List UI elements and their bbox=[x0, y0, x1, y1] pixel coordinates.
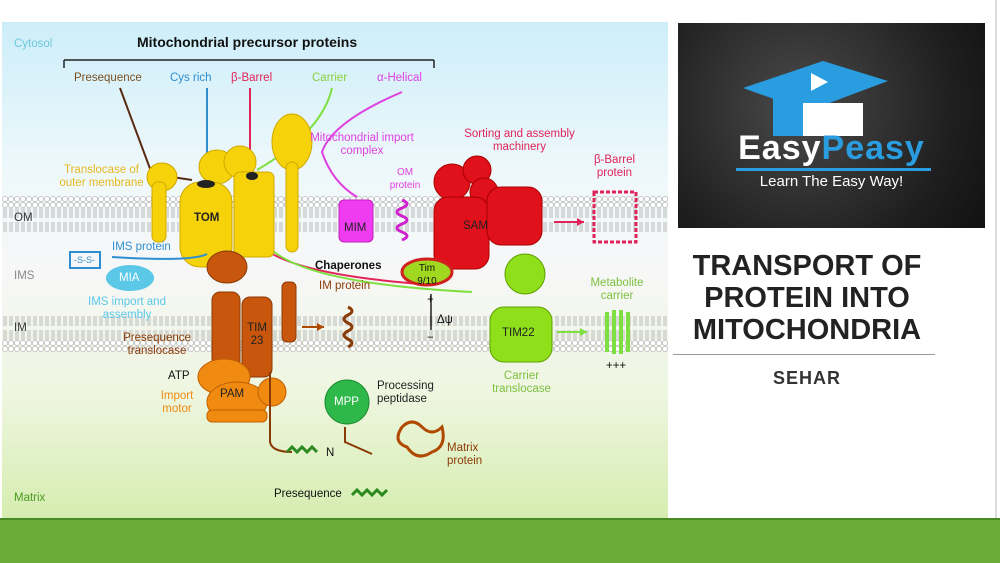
label-tim22: TIM22 bbox=[502, 327, 535, 339]
label-alpha-helical: α-Helical bbox=[377, 72, 422, 84]
label-beta-barrel-protein: β-Barrel protein bbox=[593, 154, 636, 179]
label-beta-barrel: β-Barrel bbox=[231, 72, 273, 84]
diagram-shapes bbox=[2, 59, 668, 498]
label-mia: MIA bbox=[119, 272, 140, 284]
label-chaperones: Chaperones bbox=[315, 260, 382, 272]
logo-peasy: Peasy bbox=[821, 129, 925, 167]
helical-line bbox=[320, 91, 403, 198]
label-sam: SAM bbox=[463, 220, 488, 232]
matrix-protein-shape bbox=[396, 420, 445, 458]
beta-barrel-protein-shape bbox=[592, 190, 638, 244]
label-mim: MIM bbox=[344, 222, 367, 234]
footer-rule bbox=[0, 518, 1000, 521]
label-processing-peptidase: Processing peptidase bbox=[377, 380, 434, 405]
label-n: N bbox=[326, 447, 335, 459]
tim23-complex bbox=[206, 250, 297, 378]
mim-complex bbox=[338, 199, 374, 243]
presequence-helix-bottom bbox=[350, 487, 389, 498]
tim910-chaperone bbox=[400, 257, 454, 287]
easypeasy-logo: EasyPeasy Learn The Easy Way! bbox=[678, 23, 985, 228]
presequence-helix bbox=[285, 444, 319, 455]
label-tom-desc: Translocase of outer membrane bbox=[59, 164, 144, 189]
label-mpp: MPP bbox=[334, 396, 359, 408]
label-mim-desc: Mitochondrial import complex bbox=[310, 132, 414, 157]
label-tom: TOM bbox=[194, 212, 220, 224]
outer-membrane bbox=[2, 196, 668, 232]
tim22-complex bbox=[489, 253, 553, 363]
label-plus: + bbox=[427, 294, 434, 306]
label-header: Mitochondrial precursor proteins bbox=[137, 34, 358, 50]
label-presequence-bottom: Presequence bbox=[274, 488, 342, 500]
om-protein-helix bbox=[395, 198, 409, 242]
author-name: SEHAR bbox=[772, 368, 841, 388]
ss-icon bbox=[69, 251, 101, 269]
mitochondrial-import-diagram: Cytosol Mitochondrial precursor proteins… bbox=[2, 22, 668, 518]
sam-complex bbox=[433, 155, 543, 270]
im-protein-helix bbox=[342, 305, 354, 349]
label-sam-desc: Sorting and assembly machinery bbox=[464, 128, 575, 153]
label-ims-import: IMS import and assembly bbox=[88, 296, 166, 321]
label-om: OM bbox=[14, 212, 33, 224]
logo-tagline: Learn The Easy Way! bbox=[759, 173, 904, 190]
label-atp: ATP bbox=[168, 370, 190, 382]
label-tim23: TIM 23 bbox=[247, 322, 267, 347]
metabolite-carrier-shape bbox=[605, 310, 630, 354]
label-plus3: +++ bbox=[606, 360, 627, 372]
label-im-protein: IM protein bbox=[319, 280, 371, 292]
label-import-motor: Import motor bbox=[160, 390, 194, 415]
label-om-protein: OM protein bbox=[389, 167, 421, 191]
label-ims-protein: IMS protein bbox=[112, 241, 171, 253]
label-delta-psi: Δψ bbox=[437, 314, 453, 326]
label-carrier: Carrier bbox=[312, 72, 348, 84]
label-im: IM bbox=[14, 322, 27, 334]
label-cys-rich: Cys rich bbox=[170, 72, 212, 84]
label-matrix-protein: Matrix protein bbox=[447, 442, 483, 467]
label-pam: PAM bbox=[220, 388, 245, 400]
label-minus: − bbox=[427, 332, 434, 344]
pam-complex bbox=[197, 358, 287, 423]
footer-bar bbox=[0, 520, 1000, 563]
graduation-cap-play-icon bbox=[743, 61, 888, 136]
label-ss: -S-S- bbox=[74, 255, 95, 265]
label-matrix: Matrix bbox=[14, 492, 46, 504]
logo-underline bbox=[736, 168, 931, 171]
label-metabolite-carrier: Metabolite carrier bbox=[590, 277, 644, 302]
logo-easy: Easy bbox=[738, 129, 822, 167]
label-presequence: Presequence bbox=[74, 72, 142, 84]
label-tim910: Tim 9/10 bbox=[417, 263, 437, 287]
mpp-enzyme bbox=[324, 379, 370, 425]
mia-protein bbox=[106, 265, 154, 291]
tom-complex bbox=[146, 113, 313, 268]
title-divider bbox=[673, 354, 935, 355]
logo-wordmark: EasyPeasy bbox=[678, 129, 985, 168]
slide-title: TRANSPORT OF PROTEIN INTO MITOCHONDRIA bbox=[692, 250, 922, 346]
label-presequence-translocase: Presequence translocase bbox=[123, 332, 191, 357]
label-carrier-translocase: Carrier translocase bbox=[492, 370, 551, 395]
slide-border bbox=[995, 0, 997, 520]
label-cytosol: Cytosol bbox=[14, 38, 53, 50]
inner-membrane bbox=[2, 316, 668, 352]
label-ims: IMS bbox=[14, 270, 35, 282]
